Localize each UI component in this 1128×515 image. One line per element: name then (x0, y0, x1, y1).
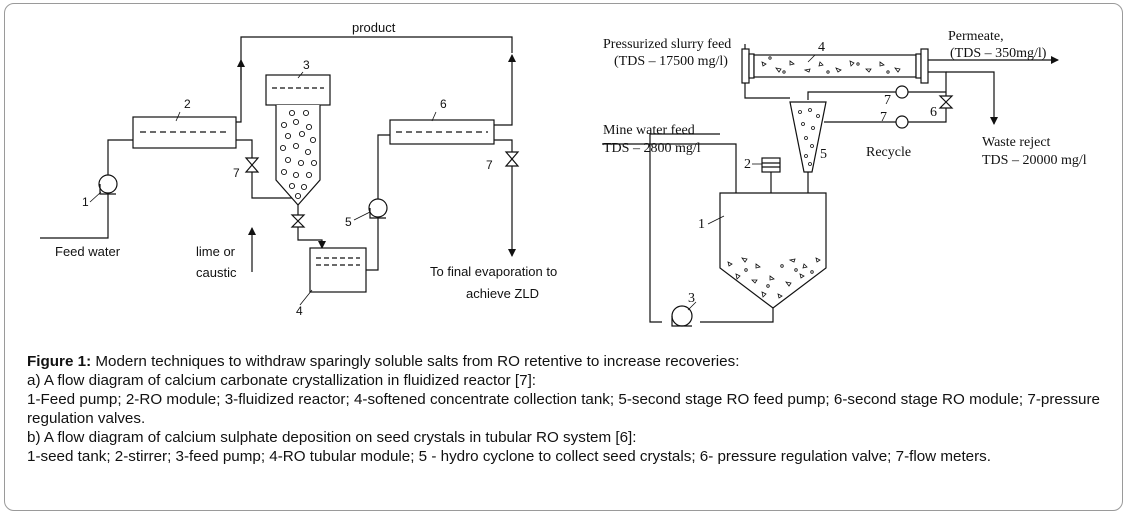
label-num-b5: 5 (820, 147, 827, 162)
mine-water-line (602, 143, 740, 209)
caption-line-a: a) A flow diagram of calcium carbonate c… (27, 372, 537, 389)
pump-to-ro-line (107, 139, 133, 175)
figure-caption: Figure 1: Modern techniques to withdraw … (27, 352, 1100, 466)
reactor-particles (279, 109, 318, 200)
label-num-b1: 1 (698, 217, 705, 232)
label-num-b6: 6 (930, 105, 937, 120)
product-label: product (352, 20, 396, 35)
final-evap-label-1: To final evaporation to (430, 264, 557, 279)
label-num-b7a: 7 (884, 93, 891, 108)
label-num-b4: 4 (818, 40, 825, 55)
permeate-label-2: (TDS – 350mg/l) (950, 46, 1047, 61)
label-num-b3: 3 (688, 291, 695, 306)
flow-diagrams: product Feed water lime or caustic To fi… (40, 20, 1087, 327)
caption-title-text: Modern techniques to withdraw sparingly … (91, 353, 740, 370)
product-line (236, 36, 513, 123)
slurry-label-1: Pressurized slurry feed (603, 37, 731, 52)
figure-label: Figure 1: (27, 353, 92, 370)
caption-legend-a: 1-Feed pump; 2-RO module; 3-fluidized re… (27, 391, 1100, 427)
tubular-ro-module-4 (741, 48, 929, 84)
reactor-outlet-valve (290, 214, 306, 228)
valve-7a (244, 157, 260, 173)
diagram-a (40, 36, 520, 293)
flow-meter-7b (895, 115, 909, 129)
label-num-4: 4 (296, 304, 303, 318)
final-evap-label-2: achieve ZLD (466, 286, 539, 301)
label-num-3: 3 (303, 58, 310, 72)
figure-frame (4, 3, 1123, 511)
caustic-label: caustic (196, 265, 237, 280)
label-num-6: 6 (440, 97, 447, 111)
recycle-label: Recycle (866, 145, 911, 160)
permeate-label-1: Permeate, (948, 29, 1004, 44)
label-num-b7b: 7 (880, 110, 887, 125)
valve-7b (504, 151, 520, 167)
feed-water-label: Feed water (55, 244, 121, 259)
label-num-5: 5 (345, 215, 352, 229)
label-num-7b: 7 (486, 158, 493, 172)
label-num-1: 1 (82, 195, 89, 209)
seed-tank-1 (719, 192, 827, 309)
valve-6 (938, 95, 954, 109)
caption-legend-b: 1-seed tank; 2-stirrer; 3-feed pump; 4-R… (27, 448, 991, 465)
diagram-a-labels: product Feed water lime or caustic To fi… (55, 20, 557, 318)
mine-water-label-1: Mine water feed (603, 123, 695, 138)
feed-pump-3 (671, 305, 693, 327)
module-particles (761, 56, 901, 74)
feed-water-line (40, 194, 109, 239)
mine-water-label-2: TDS – 2800 mg/l (603, 141, 701, 156)
cyclone-particles (798, 108, 820, 166)
lime-or-label: lime or (196, 244, 236, 259)
tank-particles (727, 257, 821, 299)
diagram-b-leaders (687, 54, 816, 311)
label-num-2: 2 (184, 97, 191, 111)
slurry-label-2: (TDS – 17500 mg/l) (614, 54, 728, 69)
waste-reject-label-2: TDS – 20000 mg/l (982, 153, 1087, 168)
caption-title: Figure 1: Modern techniques to withdraw … (27, 352, 1100, 371)
diagram-a-leaders (89, 71, 437, 306)
concentrate-line (236, 139, 253, 158)
flow-meter-7a (895, 85, 909, 99)
second-stage-pump-5 (368, 198, 388, 219)
caption-line-b: b) A flow diagram of calcium sulphate de… (27, 429, 637, 446)
collection-tank-4 (309, 247, 367, 293)
diagram-b (602, 44, 1059, 327)
hydrocyclone-5 (789, 101, 827, 173)
waste-reject-label-1: Waste reject (982, 135, 1051, 150)
label-num-b2: 2 (744, 157, 751, 172)
fluidized-reactor-3 (265, 74, 331, 206)
feed-pump-1 (98, 174, 118, 195)
diagram-b-labels: Pressurized slurry feed (TDS – 17500 mg/… (603, 29, 1087, 306)
label-num-7a: 7 (233, 166, 240, 180)
